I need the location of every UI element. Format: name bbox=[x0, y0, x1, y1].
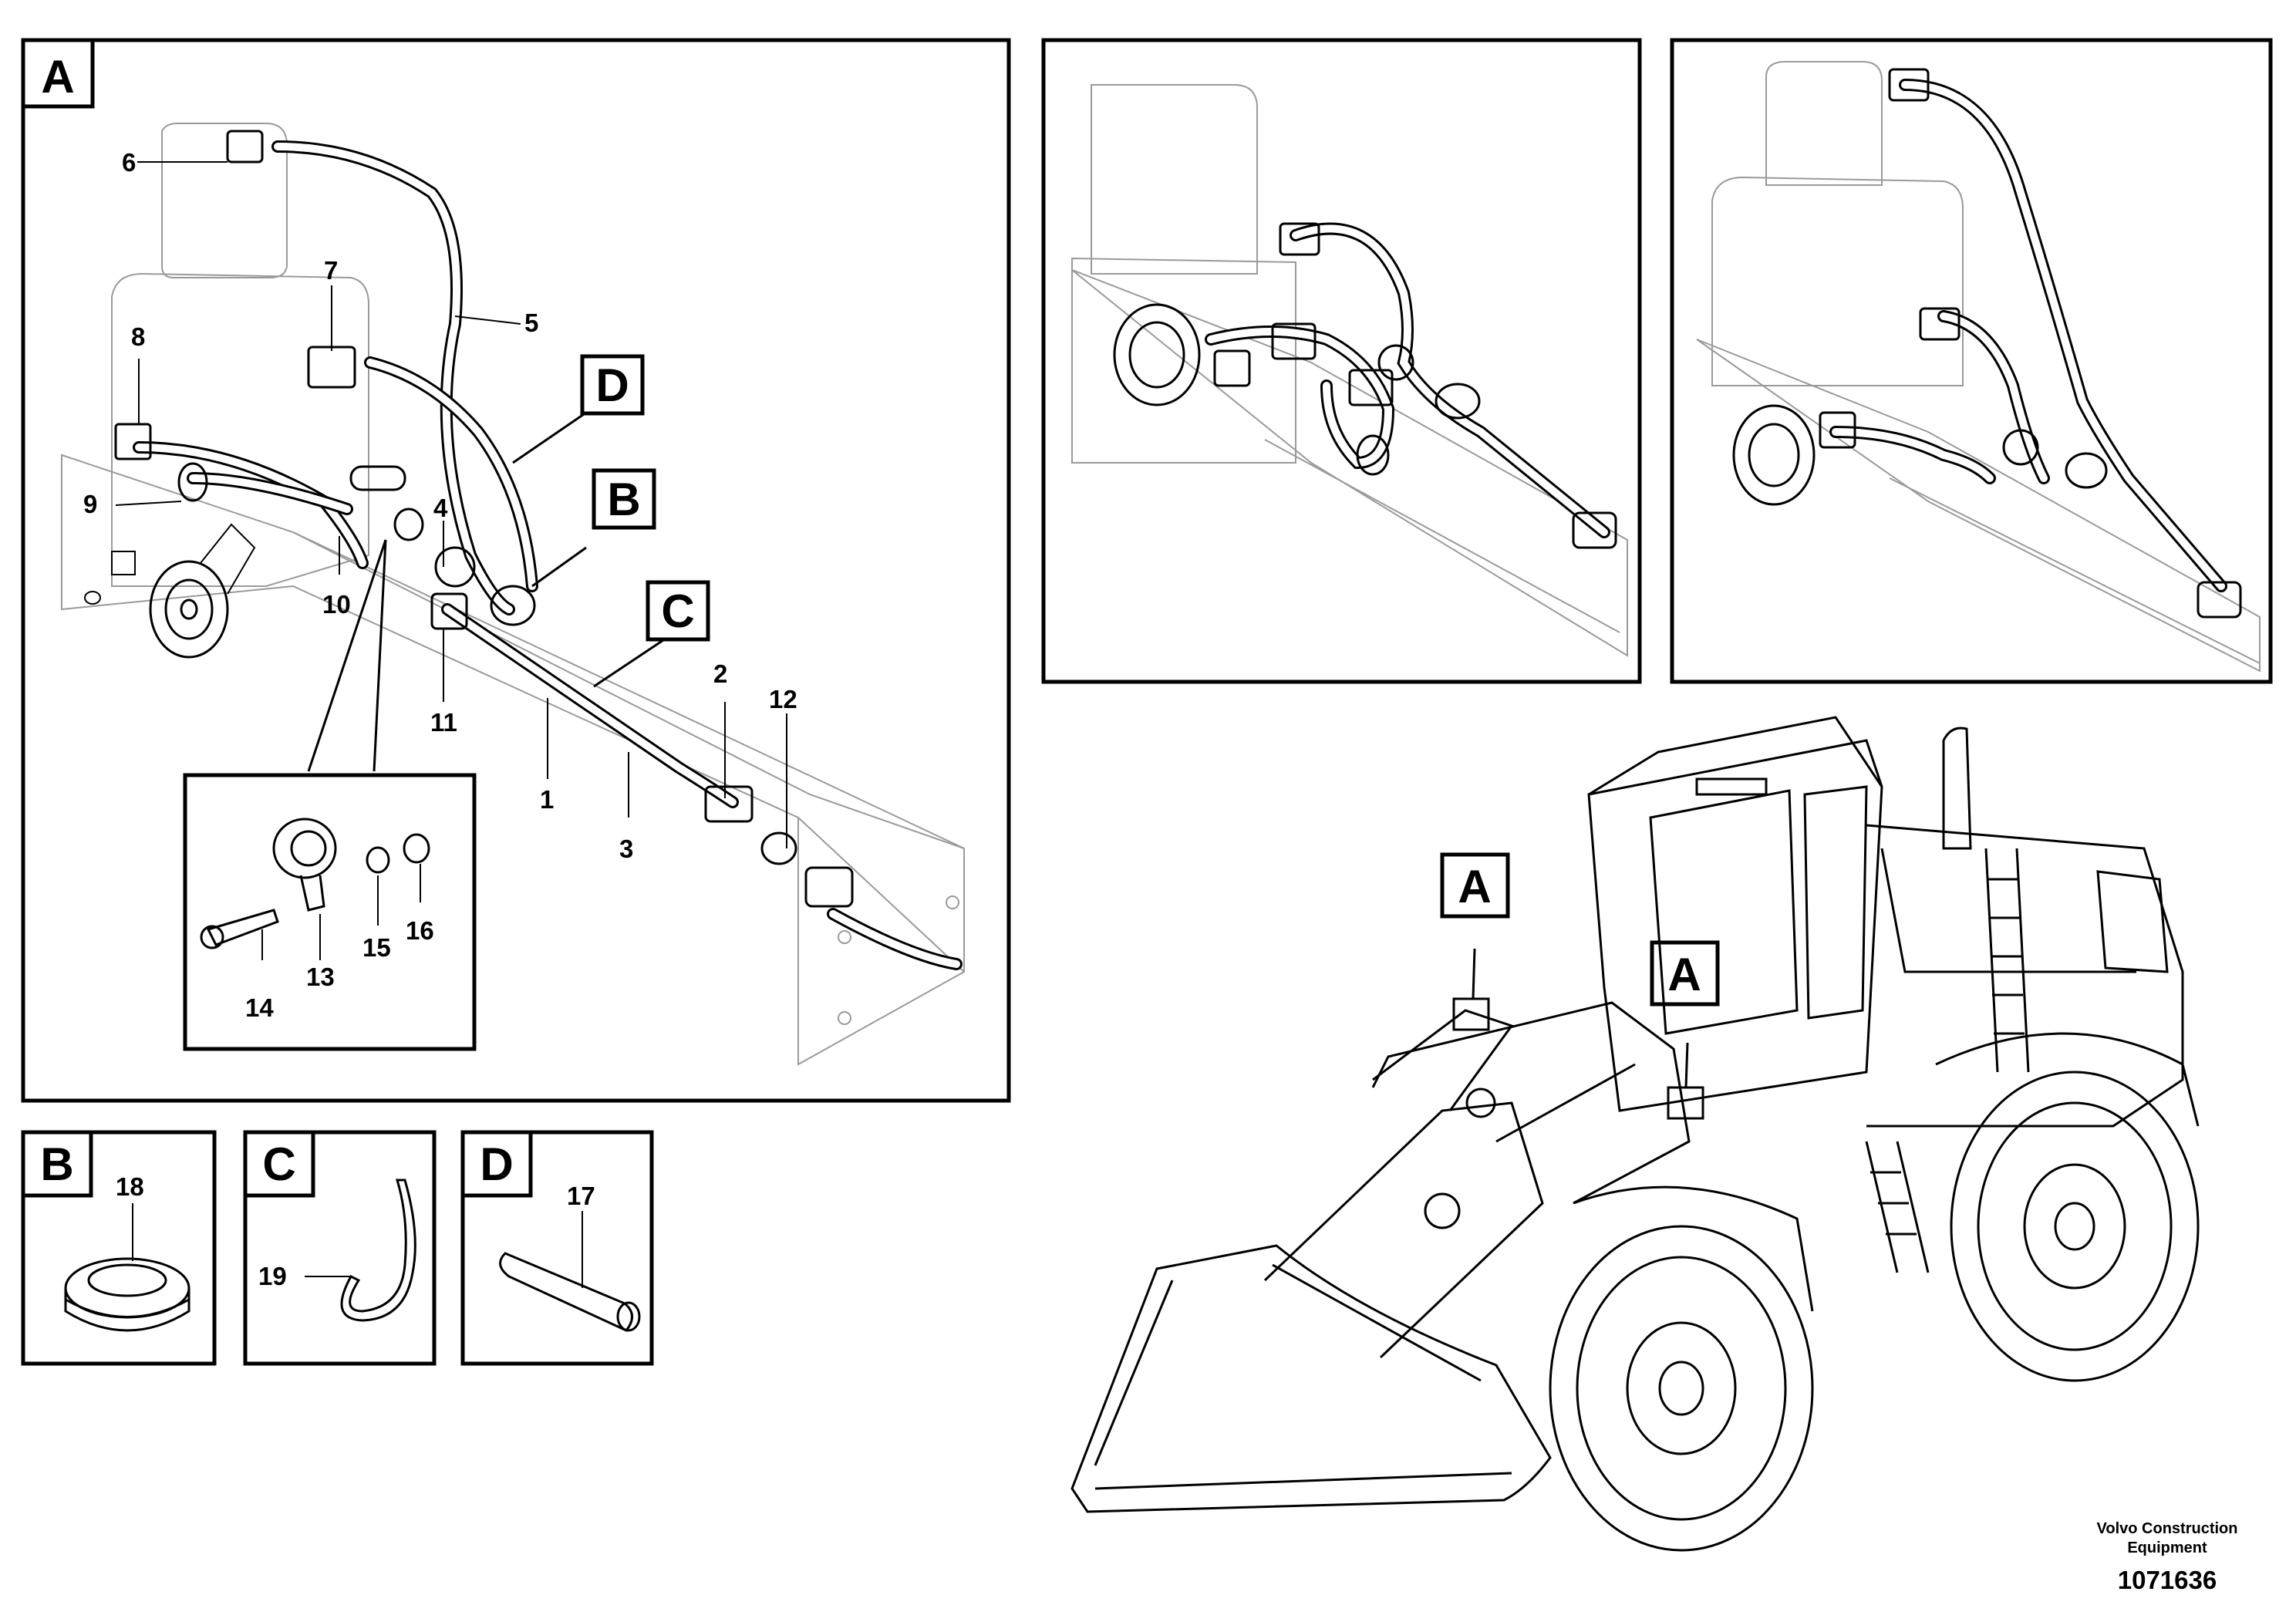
svg-text:B: B bbox=[607, 474, 640, 525]
horn-icon bbox=[84, 523, 256, 659]
callout-19: 19 bbox=[258, 1262, 287, 1290]
callout-8: 8 bbox=[131, 322, 145, 351]
callout-16: 16 bbox=[406, 916, 434, 945]
panel-d: D 17 bbox=[460, 1130, 654, 1366]
ref-box-c: C bbox=[646, 580, 710, 642]
leader-lines bbox=[115, 161, 787, 848]
callout-5: 5 bbox=[524, 309, 538, 337]
panel-c: C 19 bbox=[243, 1130, 437, 1366]
callout-13: 13 bbox=[306, 963, 335, 991]
wheel-loader-overview bbox=[1070, 716, 2200, 1552]
panel-b: B 18 bbox=[21, 1130, 217, 1366]
callout-15: 15 bbox=[362, 933, 391, 962]
callout-11: 11 bbox=[430, 708, 457, 737]
credit-line-2: Equipment bbox=[2127, 1539, 2207, 1556]
credit-line-1: Volvo Construction bbox=[2097, 1520, 2238, 1537]
callout-2: 2 bbox=[713, 659, 727, 688]
cable-tie-icon bbox=[340, 1179, 416, 1322]
overview-ref-a-1: A bbox=[1440, 852, 1510, 919]
view-top-right bbox=[1670, 38, 2273, 684]
svg-text:A: A bbox=[1458, 861, 1491, 912]
machine-outline bbox=[61, 123, 965, 1066]
callout-1: 1 bbox=[540, 785, 554, 814]
cable-harness bbox=[133, 140, 963, 970]
grommet-icon bbox=[64, 1257, 190, 1332]
panel-a-letter: A bbox=[41, 51, 74, 103]
callout-10: 10 bbox=[322, 590, 351, 619]
sleeve-icon bbox=[499, 1252, 641, 1332]
callout-14: 14 bbox=[245, 993, 274, 1022]
svg-text:D: D bbox=[480, 1138, 513, 1190]
document-number: 1071636 bbox=[2118, 1566, 2217, 1594]
callout-7: 7 bbox=[324, 256, 338, 285]
svg-text:B: B bbox=[40, 1138, 73, 1190]
callout-18: 18 bbox=[116, 1172, 144, 1201]
callout-12: 12 bbox=[769, 685, 797, 713]
callout-9: 9 bbox=[83, 490, 97, 518]
svg-text:C: C bbox=[262, 1138, 295, 1190]
view-top-middle bbox=[1041, 38, 1642, 684]
callout-17: 17 bbox=[567, 1182, 595, 1210]
svg-text:A: A bbox=[1667, 949, 1701, 1000]
callout-3: 3 bbox=[619, 835, 633, 863]
ref-box-b: B bbox=[592, 468, 656, 530]
panel-a: A bbox=[21, 38, 1011, 1103]
connectors bbox=[114, 130, 854, 908]
detail-inset: 14 13 15 16 bbox=[183, 773, 477, 1051]
overview-ref-a-2: A bbox=[1650, 940, 1720, 1007]
ref-box-d: D bbox=[580, 354, 645, 416]
svg-text:C: C bbox=[661, 585, 694, 637]
callout-4: 4 bbox=[433, 494, 448, 522]
callout-6: 6 bbox=[122, 148, 136, 177]
svg-text:D: D bbox=[595, 359, 629, 411]
